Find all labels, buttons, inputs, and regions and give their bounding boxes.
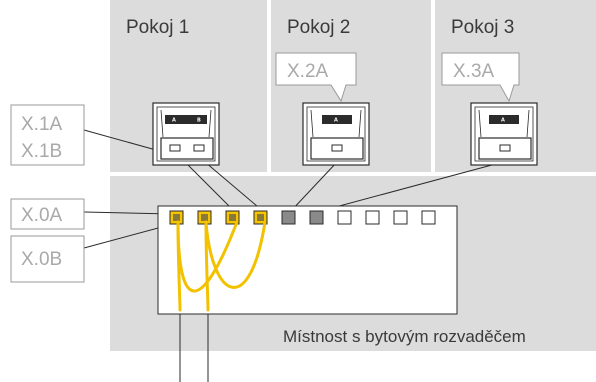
- patch-panel-ports: [169, 210, 436, 225]
- patch-cable-3: [176, 220, 182, 312]
- outlet-3-label-a: A: [501, 118, 505, 124]
- patch-port-10: [421, 210, 436, 225]
- patch-port-1-plug: [173, 214, 180, 221]
- patch-port-3-plug: [229, 214, 236, 221]
- callout-x3a-text: X.3A: [453, 61, 495, 82]
- outlet-1-label-a: A: [172, 118, 176, 124]
- callout-x2a: X.2A: [275, 52, 357, 103]
- callout-x0a-text: X.0A: [21, 205, 63, 226]
- wall-outlet-1: A B: [152, 102, 220, 166]
- room-3-label: Pokoj 3: [451, 17, 514, 38]
- callout-x3a: X.3A: [441, 52, 520, 103]
- callout-x0a: X.0A: [10, 198, 85, 230]
- room-1-label: Pokoj 1: [126, 17, 189, 38]
- patch-port-2-plug: [201, 214, 208, 221]
- patch-port-7: [337, 210, 352, 225]
- wiring: [83, 129, 504, 382]
- patch-port-6: [309, 210, 324, 225]
- outlet-1-label-b: B: [197, 118, 201, 124]
- callout-x1: X.1A X.1B: [10, 104, 85, 166]
- callout-x2a-text: X.2A: [287, 61, 329, 82]
- callout-x0b: X.0B: [10, 235, 85, 283]
- wall-outlet-3: A: [470, 102, 538, 166]
- callout-x1a-text: X.1A: [21, 114, 63, 135]
- callout-x0b-text: X.0B: [21, 249, 62, 270]
- wall-outlet-2: A: [302, 102, 370, 166]
- patch-port-4-plug: [257, 214, 264, 221]
- patch-cable-2: [204, 220, 267, 289]
- patch-port-9: [393, 210, 408, 225]
- patch-port-5: [281, 210, 296, 225]
- patch-port-8: [365, 210, 380, 225]
- callout-x1b-text: X.1B: [21, 141, 62, 162]
- outlet-2-label-a: A: [334, 118, 338, 124]
- patch-cable-4: [204, 220, 210, 312]
- patch-cables: [176, 220, 267, 312]
- room-2-label: Pokoj 2: [287, 17, 350, 38]
- distribution-room-label: Místnost s bytovým rozvaděčem: [283, 327, 526, 346]
